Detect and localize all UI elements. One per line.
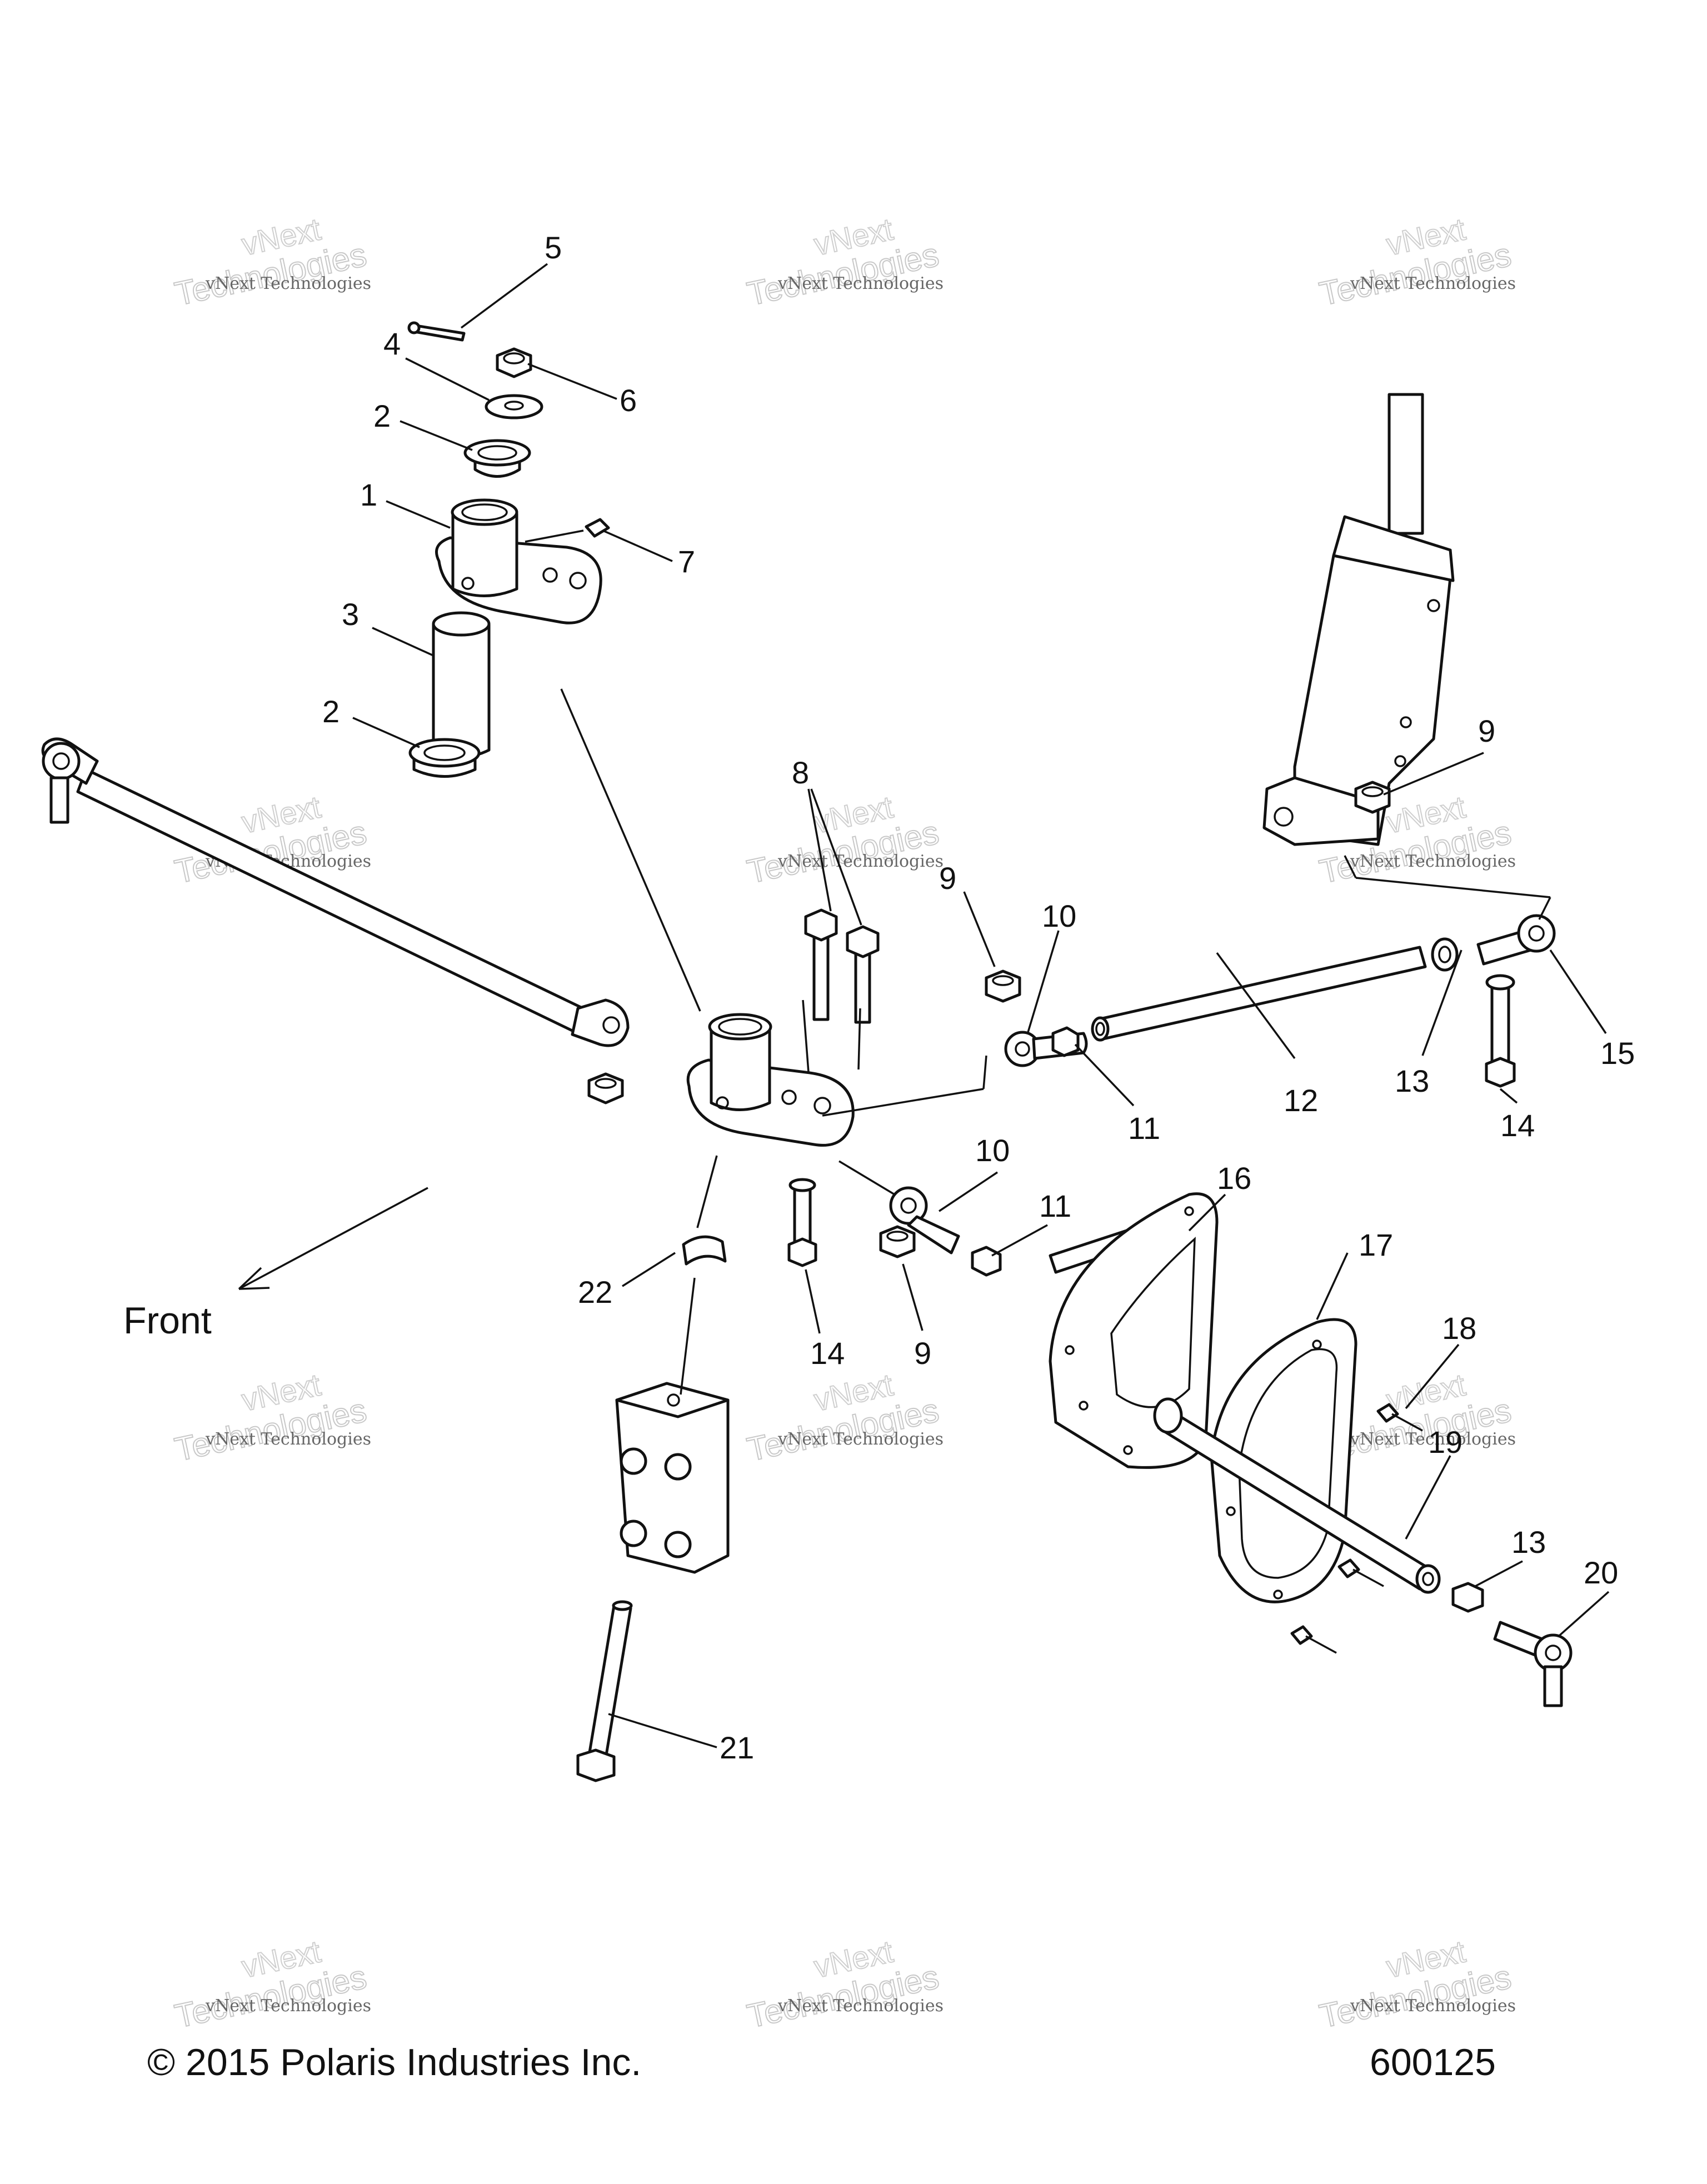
part-9-nut-column <box>1354 781 1391 814</box>
part-17-seal-plate <box>1210 1318 1357 1603</box>
part-8-bolt-a <box>804 908 838 1021</box>
front-direction-arrow <box>238 1187 428 1290</box>
leader-lines <box>352 263 1610 1748</box>
callout-6: 6 <box>620 383 637 418</box>
callout-8: 8 <box>792 755 809 790</box>
part-2-bushing-upper <box>463 439 531 478</box>
callout-17: 17 <box>1359 1227 1393 1262</box>
callout-11: 11 <box>1128 1111 1160 1146</box>
callout-18: 18 <box>1442 1311 1476 1346</box>
part-2-bushing-lower <box>408 738 481 778</box>
svg-text:vNext Technologies: vNext Technologies <box>205 1996 371 2016</box>
long-tie-rod <box>41 737 630 1047</box>
part-7-grease-fitting <box>585 518 610 538</box>
svg-text:vNext Technologies: vNext Technologies <box>1350 1996 1516 2016</box>
watermark: vNext Technologies vNext Technologies <box>171 1933 371 2035</box>
part-4-washer <box>485 394 543 419</box>
part-9-nut-lower <box>879 1225 916 1258</box>
steering-column <box>1262 393 1455 846</box>
part-10-rod-end-lower <box>889 1186 960 1255</box>
callout-2: 2 <box>373 398 391 433</box>
callout-4: 4 <box>383 326 401 361</box>
part-13-jamnut-upper <box>1431 937 1459 972</box>
callout-19: 19 <box>1428 1425 1463 1460</box>
watermark: vNext Technologies vNext Technologies <box>1316 211 1516 313</box>
svg-text:vNext Technologies: vNext Technologies <box>777 274 944 293</box>
part-16-boot <box>1049 1192 1219 1469</box>
callout-16: 16 <box>1217 1161 1251 1196</box>
callout-10: 10 <box>1042 898 1076 933</box>
callout-11: 11 <box>1039 1188 1071 1223</box>
part-6-nut <box>496 347 532 378</box>
callout-9: 9 <box>939 861 956 896</box>
part-3-sleeve <box>432 611 491 758</box>
svg-text:vNext Technologies: vNext Technologies <box>1350 274 1516 293</box>
part-22-clip <box>682 1235 727 1266</box>
watermark: vNext Technologies vNext Technologies <box>171 1366 371 1468</box>
part-12-tie-rod-tube <box>1091 946 1427 1042</box>
callout-1: 1 <box>360 477 377 512</box>
callout-21: 21 <box>720 1730 754 1765</box>
center-pivot-bracket <box>686 1013 855 1147</box>
part-19-shaft <box>1153 1397 1441 1594</box>
callout-13: 13 <box>1395 1063 1429 1098</box>
watermark: vNext Technologies vNext Technologies <box>171 211 371 313</box>
part-1-steering-post-bracket <box>435 498 602 624</box>
watermark: vNext Technologies vNext Technologies <box>743 211 944 313</box>
svg-text:vNext Technologies: vNext Technologies <box>777 852 944 871</box>
callout-22: 22 <box>578 1275 612 1310</box>
callout-14: 14 <box>1500 1108 1535 1143</box>
watermark: vNext Technologies vNext Technologies <box>743 1366 944 1468</box>
part-15-rod-end <box>1476 914 1556 966</box>
part-11-jamnut-lower <box>971 1246 1002 1277</box>
callout-labels: 5 4 6 2 1 7 3 2 8 9 10 11 12 13 15 14 9 … <box>322 230 1635 1765</box>
part-21-pivot-bolt <box>576 1600 633 1782</box>
callout-5: 5 <box>545 230 562 265</box>
part-14-bolt-right <box>1485 974 1516 1088</box>
lower-pivot-block <box>615 1382 730 1574</box>
callout-7: 7 <box>678 544 695 579</box>
part-18-screws <box>1290 1403 1423 1654</box>
svg-text:vNext Technologies: vNext Technologies <box>777 1996 944 2016</box>
callout-9: 9 <box>1478 713 1495 748</box>
callout-15: 15 <box>1600 1036 1635 1071</box>
callout-13: 13 <box>1511 1525 1546 1560</box>
part-14-bolt-center <box>787 1178 817 1267</box>
svg-text:vNext Technologies: vNext Technologies <box>205 1430 371 1449</box>
svg-text:vNext Technologies: vNext Technologies <box>205 274 371 293</box>
svg-text:vNext Technologies: vNext Technologies <box>1350 852 1516 871</box>
part-20-rod-end <box>1493 1621 1573 1707</box>
copyright-text: © 2015 Polaris Industries Inc. <box>147 2041 641 2083</box>
part-5-cotter-pin <box>407 321 466 342</box>
front-label: Front <box>123 1300 212 1342</box>
callout-20: 20 <box>1584 1555 1618 1590</box>
callout-12: 12 <box>1284 1083 1318 1118</box>
callout-2: 2 <box>322 694 340 729</box>
callout-9: 9 <box>914 1336 931 1371</box>
callout-10: 10 <box>975 1133 1010 1168</box>
watermark: vNext Technologies vNext Technologies <box>743 1933 944 2035</box>
part-8-bolt-b <box>846 925 880 1024</box>
svg-text:vNext Technologies: vNext Technologies <box>1350 1430 1516 1449</box>
figure-number: 600125 <box>1370 2041 1496 2083</box>
watermark: vNext Technologies vNext Technologies <box>1316 1933 1516 2035</box>
part-11-jamnut-upper <box>1051 1026 1080 1057</box>
part-9-nut-center <box>985 969 1021 1003</box>
nut-left <box>587 1072 624 1105</box>
callout-14: 14 <box>810 1336 845 1371</box>
callout-3: 3 <box>342 597 359 632</box>
svg-text:vNext Technologies: vNext Technologies <box>777 1430 944 1449</box>
part-13-jamnut-lower <box>1451 1582 1484 1613</box>
